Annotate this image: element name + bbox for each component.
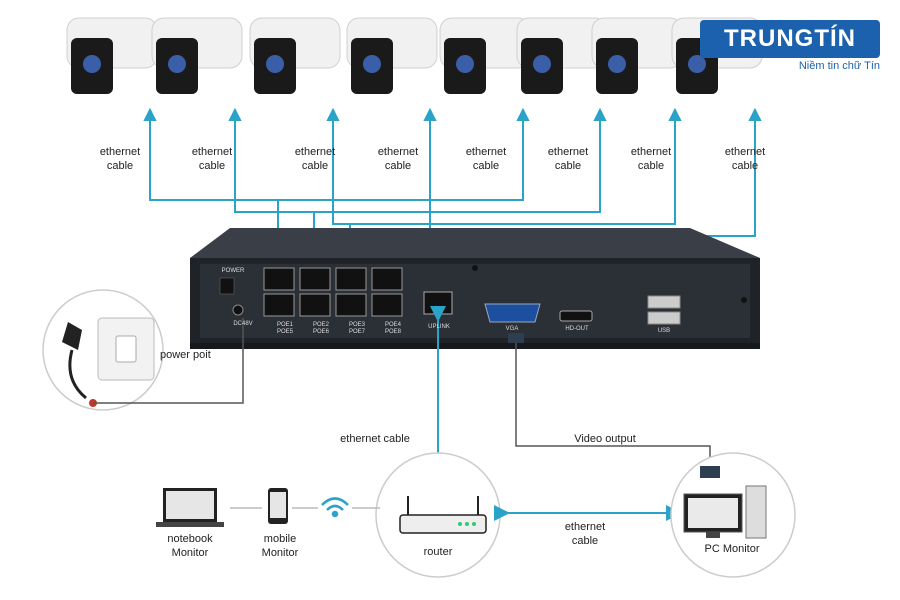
- arrow-icon: [326, 107, 340, 121]
- brand-tagline: Niềm tin chữ Tín: [798, 60, 880, 72]
- camera-4: [346, 17, 438, 94]
- arrow-icon: [593, 107, 607, 121]
- arrow-icon: [748, 107, 762, 121]
- dc-jack: [232, 304, 244, 316]
- dc-label: DC48V: [233, 321, 253, 327]
- power-adapter-icon: [62, 322, 82, 350]
- pc-cable-label: ethernet cable: [564, 521, 606, 547]
- camera-7: [591, 17, 683, 94]
- uplink-port[interactable]: [423, 291, 453, 315]
- power-outlet-group: [42, 289, 244, 411]
- power-label: POWER: [221, 268, 245, 274]
- arrow-icon: [228, 107, 242, 121]
- power-switch[interactable]: [219, 277, 235, 295]
- pc-monitor-label: PC Monitor: [704, 543, 760, 555]
- camera-3: [249, 17, 341, 94]
- power-point-label: power poit: [160, 349, 211, 361]
- poe-label-1: POE1 POE5: [276, 322, 293, 335]
- poe-port-2[interactable]: [299, 267, 331, 291]
- vga-port[interactable]: [484, 303, 541, 323]
- poe-port-5[interactable]: [263, 293, 295, 317]
- camera-lens-icon: [266, 55, 284, 73]
- camera-cable-label-3: ethernet cable: [294, 146, 336, 172]
- router-label: router: [423, 546, 453, 558]
- poe-port-8[interactable]: [371, 293, 403, 317]
- poe-port-3[interactable]: [335, 267, 367, 291]
- camera-cable-label-7: ethernet cable: [630, 146, 672, 172]
- hdout-label: HD-OUT: [565, 326, 589, 332]
- brand-name: TRUNGTÍN: [700, 20, 880, 58]
- arrow-icon: [668, 107, 682, 121]
- uplink-label: UPLINK: [428, 324, 450, 330]
- camera-lens-icon: [688, 55, 706, 73]
- camera-cable-label-2: ethernet cable: [191, 146, 233, 172]
- camera-lens-icon: [608, 55, 626, 73]
- poe-label-4: POE4 POE8: [384, 322, 401, 335]
- poe-ports: [263, 267, 403, 317]
- camera-cable-label-1: ethernet cable: [99, 146, 141, 172]
- camera-5: [439, 17, 531, 94]
- router-group: [375, 452, 501, 578]
- camera-1: [66, 17, 158, 94]
- pc-tower-icon: [745, 485, 767, 539]
- router-cable-label: ethernet cable: [340, 433, 410, 445]
- arrow-icon: [143, 107, 157, 121]
- mobile-icon: [268, 488, 288, 524]
- poe-port-4[interactable]: [371, 267, 403, 291]
- camera-cable-label-8: ethernet cable: [724, 146, 766, 172]
- poe-label-3: POE3 POE7: [348, 322, 365, 335]
- mobile-label: mobile Monitor: [261, 533, 299, 559]
- poe-label-2: POE2 POE6: [312, 322, 329, 335]
- camera-row: [66, 17, 763, 94]
- poe-port-1[interactable]: [263, 267, 295, 291]
- camera-cable-label-4: ethernet cable: [377, 146, 419, 172]
- usb-port-1[interactable]: [647, 295, 681, 309]
- camera-lens-icon: [533, 55, 551, 73]
- usb-port-2[interactable]: [647, 311, 681, 325]
- notebook-label: notebook Monitor: [167, 533, 213, 559]
- camera-2: [151, 17, 243, 94]
- hdmi-port[interactable]: [559, 310, 593, 322]
- poe-port-6[interactable]: [299, 293, 331, 317]
- arrow-icon: [516, 107, 530, 121]
- usb-label: USB: [657, 328, 671, 334]
- camera-6: [516, 17, 608, 94]
- camera-lens-icon: [168, 55, 186, 73]
- camera-cable-label-5: ethernet cable: [465, 146, 507, 172]
- wifi-icon: [321, 497, 349, 518]
- camera-lens-icon: [456, 55, 474, 73]
- pc-group: [670, 452, 796, 578]
- router-icon: [399, 514, 487, 534]
- camera-lens-icon: [363, 55, 381, 73]
- vga-label: VGA: [505, 326, 519, 332]
- camera-lens-icon: [83, 55, 101, 73]
- video-output-label: Video output: [574, 433, 636, 445]
- arrow-icon: [423, 107, 437, 121]
- brand-logo: TRUNGTÍN Niềm tin chữ Tín: [700, 20, 880, 78]
- poe-port-7[interactable]: [335, 293, 367, 317]
- nvr-recorder: [190, 228, 760, 349]
- notebook-icon: [156, 488, 224, 527]
- camera-cable-label-6: ethernet cable: [547, 146, 589, 172]
